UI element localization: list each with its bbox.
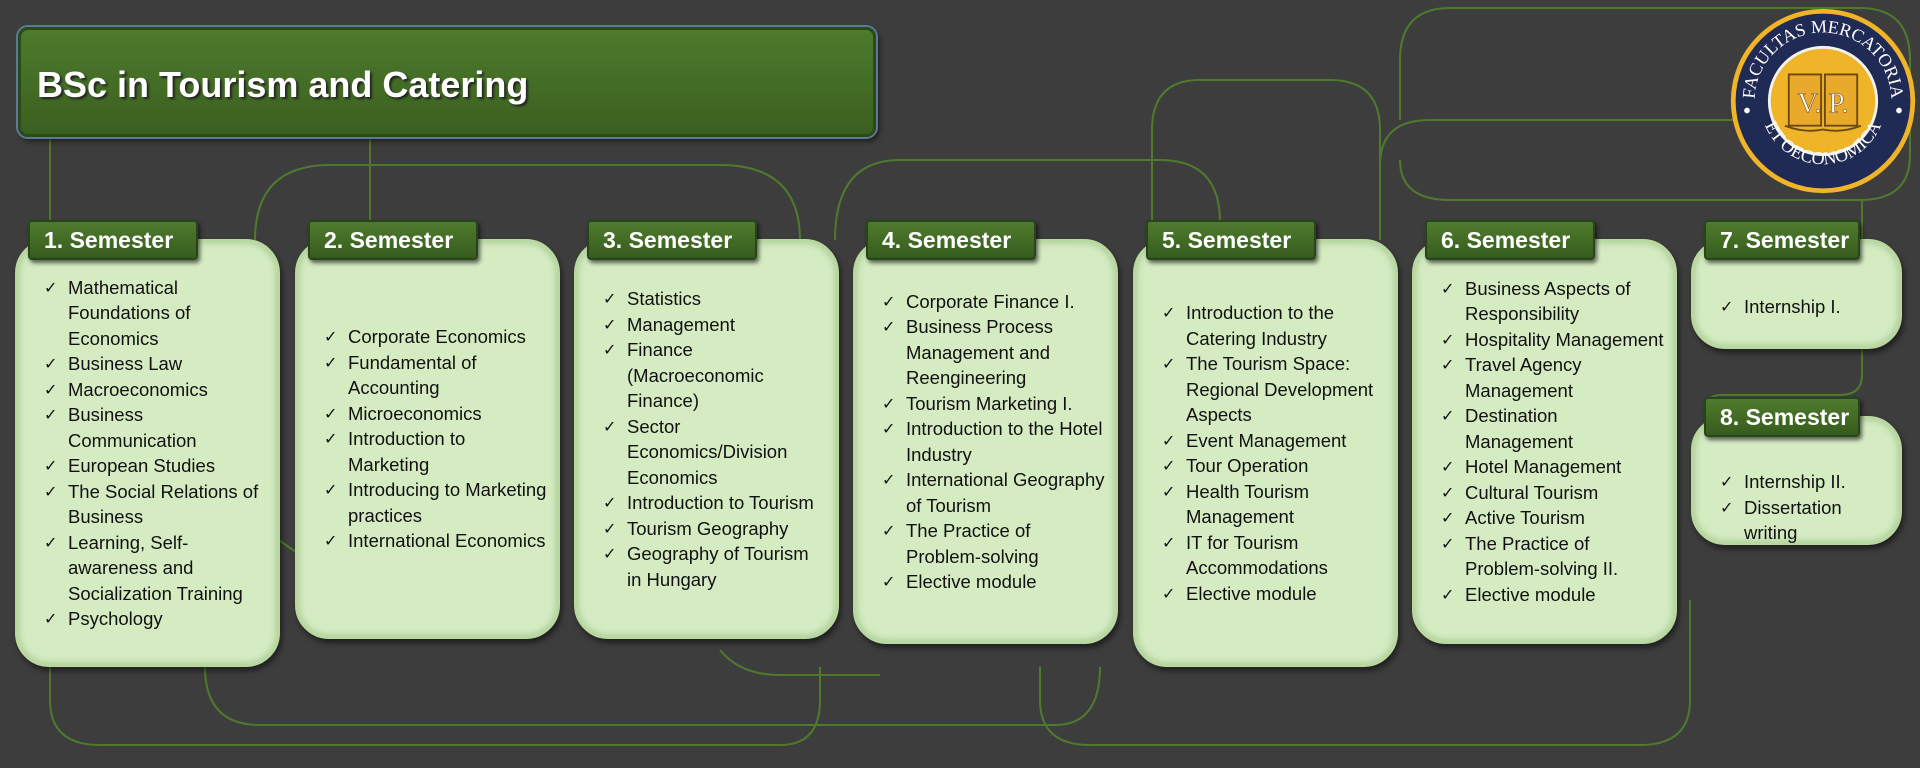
svg-text:V. P.: V. P. xyxy=(1798,88,1849,119)
semester-label-4: 4. Semester xyxy=(866,220,1036,260)
semester-card-6: Business Aspects of ResponsibilityHospit… xyxy=(1412,239,1677,644)
course-item: Tourism Geography xyxy=(603,516,826,542)
course-item: Sector Economics/Division Economics xyxy=(603,414,826,491)
course-item: Psychology xyxy=(44,606,267,632)
course-item: Hospitality Management xyxy=(1441,327,1664,353)
course-item: Introduction to the Hotel Industry xyxy=(882,416,1105,467)
semester-card-2: Corporate EconomicsFundamental of Accoun… xyxy=(295,239,560,639)
course-item: Elective module xyxy=(1441,582,1664,608)
course-item: Business Communication xyxy=(44,402,267,453)
semester-label-1: 1. Semester xyxy=(28,220,198,260)
course-item: Corporate Finance I. xyxy=(882,289,1105,315)
course-item: Travel Agency Management xyxy=(1441,352,1664,403)
course-item: Corporate Economics xyxy=(324,324,547,350)
course-item: Cultural Tourism xyxy=(1441,480,1664,506)
course-item: Business Law xyxy=(44,351,267,377)
semester-card-4: Corporate Finance I.Business Process Man… xyxy=(853,239,1118,644)
course-item: Management xyxy=(603,312,826,338)
course-item: Mathematical Foundations of Economics xyxy=(44,275,267,352)
semester-label-8: 8. Semester xyxy=(1704,397,1860,437)
course-item: IT for Tourism Accommodations xyxy=(1162,530,1385,581)
semester-card-8: Internship II.Dissertation writing xyxy=(1691,416,1902,545)
course-item: The Practice of Problem-solving II. xyxy=(1441,531,1664,582)
course-item: Elective module xyxy=(882,569,1105,595)
course-item: Event Management xyxy=(1162,428,1385,454)
course-list: Business Aspects of ResponsibilityHospit… xyxy=(1415,276,1674,608)
course-item: Fundamental of Accounting xyxy=(324,350,547,401)
course-item: Introduction to Tourism xyxy=(603,490,826,516)
semester-card-5: Introduction to the Catering IndustryThe… xyxy=(1133,239,1398,667)
course-item: Introduction to Marketing xyxy=(324,426,547,477)
course-list: Corporate EconomicsFundamental of Accoun… xyxy=(298,324,557,554)
course-item: Internship II. xyxy=(1720,469,1889,495)
course-list: Mathematical Foundations of EconomicsBus… xyxy=(18,275,277,632)
page-title-banner: BSc in Tourism and Catering xyxy=(18,27,876,137)
course-item: Tour Operation xyxy=(1162,453,1385,479)
course-item: Finance (Macroeconomic Finance) xyxy=(603,337,826,414)
semester-card-1: Mathematical Foundations of EconomicsBus… xyxy=(15,239,280,667)
page-title: BSc in Tourism and Catering xyxy=(37,64,529,105)
course-item: International Economics xyxy=(324,528,547,554)
faculty-logo: FACULTAS MERCATORIA ET OECONOMICA V. P. xyxy=(1730,8,1916,194)
course-item: Internship I. xyxy=(1720,294,1841,320)
course-item: The Tourism Space: Regional Development … xyxy=(1162,351,1385,428)
course-item: Business Process Management and Reengine… xyxy=(882,314,1105,391)
course-item: Health Tourism Management xyxy=(1162,479,1385,530)
course-item: Learning, Self-awareness and Socializati… xyxy=(44,530,267,607)
semester-label-5: 5. Semester xyxy=(1146,220,1316,260)
course-item: Active Tourism xyxy=(1441,505,1664,531)
course-item: Introduction to the Catering Industry xyxy=(1162,300,1385,351)
semester-label-2: 2. Semester xyxy=(308,220,478,260)
semester-label-7: 7. Semester xyxy=(1704,220,1860,260)
course-item: Introducing to Marketing practices xyxy=(324,477,547,528)
semester-label-3: 3. Semester xyxy=(587,220,757,260)
course-item: Geography of Tourism in Hungary xyxy=(603,541,826,592)
semester-card-3: StatisticsManagementFinance (Macroeconom… xyxy=(574,239,839,639)
course-item: Dissertation writing xyxy=(1720,495,1889,546)
semester-label-6: 6. Semester xyxy=(1425,220,1595,260)
course-item: Business Aspects of Responsibility xyxy=(1441,276,1664,327)
course-list: Corporate Finance I.Business Process Man… xyxy=(856,289,1115,595)
course-list: Internship II.Dissertation writing xyxy=(1694,419,1899,546)
course-item: Statistics xyxy=(603,286,826,312)
course-item: European Studies xyxy=(44,453,267,479)
course-list: Internship I. xyxy=(1694,242,1851,320)
course-item: Elective module xyxy=(1162,581,1385,607)
course-item: Macroeconomics xyxy=(44,377,267,403)
course-item: Tourism Marketing I. xyxy=(882,391,1105,417)
course-item: The Social Relations of Business xyxy=(44,479,267,530)
course-item: Microeconomics xyxy=(324,401,547,427)
course-list: Introduction to the Catering IndustryThe… xyxy=(1136,300,1395,606)
course-list: StatisticsManagementFinance (Macroeconom… xyxy=(577,286,836,592)
course-item: The Practice of Problem-solving xyxy=(882,518,1105,569)
course-item: International Geography of Tourism xyxy=(882,467,1105,518)
course-item: Hotel Management xyxy=(1441,454,1664,480)
course-item: Destination Management xyxy=(1441,403,1664,454)
